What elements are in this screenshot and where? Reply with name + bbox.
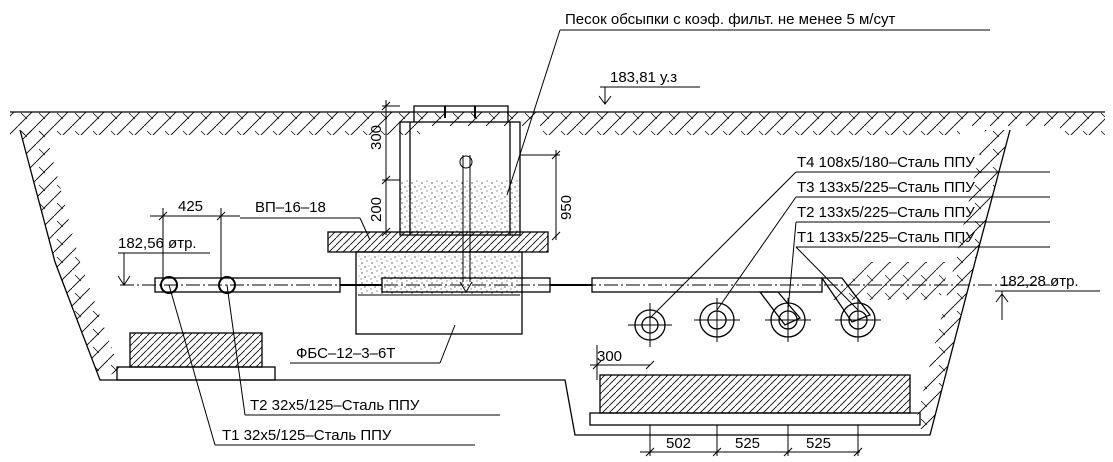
dim-950-label: 950 (558, 195, 575, 220)
dim-425-label: 425 (178, 198, 203, 215)
pipe-left-t2 (218, 276, 236, 294)
dimension-lines (150, 100, 863, 457)
pipe-right-t3 (694, 298, 740, 342)
right-foundation (589, 374, 921, 426)
left-foundation (116, 332, 276, 381)
level-left-label: 182,56 øтр. (118, 235, 197, 252)
dim-200-label: 200 (368, 197, 385, 222)
dim-502-label: 502 (666, 435, 691, 452)
pipe-right-t1 (835, 298, 881, 342)
pipe-t2-left-label: Т2 32x5/125–Сталь ППУ (250, 397, 420, 414)
dim-300-top-label: 300 (368, 125, 385, 150)
sand-note-label: Песок обсыпки с коэф. фильт. не менее 5 … (565, 11, 895, 28)
dim-525-a-label: 525 (735, 435, 760, 452)
valve-chamber (327, 105, 549, 335)
leader-lines (168, 29, 1050, 446)
valve-plate (327, 231, 549, 253)
level-right-label: 182,28 øтр. (1000, 273, 1079, 290)
block-fbs (355, 251, 523, 335)
block-label: ФБС–12–3–6Т (296, 345, 395, 362)
valve-label: ВП–16–18 (255, 199, 326, 216)
pipeline (120, 276, 1050, 326)
pipe-t1-right-label: Т1 133x5/225–Сталь ППУ (797, 229, 975, 246)
right-pipes (628, 298, 881, 347)
pipe-right-t4 (628, 303, 672, 347)
pipe-t3-right-label: Т3 133x5/225–Сталь ППУ (797, 179, 975, 196)
ground-surface (10, 111, 1105, 135)
ground-level-label: 183,81 у.з (610, 69, 677, 86)
pipe-left-t1 (160, 276, 178, 294)
pipe-t2-right-label: Т2 133x5/225–Сталь ППУ (797, 204, 975, 221)
dim-300-bottom-label: 300 (597, 348, 622, 365)
trench-outline (19, 129, 1011, 436)
pipe-t4-right-label: Т4 108x5/180–Сталь ППУ (797, 154, 975, 171)
pipe-t1-left-label: Т1 32x5/125–Сталь ППУ (222, 427, 392, 444)
level-marks (117, 86, 1100, 320)
dim-525-b-label: 525 (806, 435, 831, 452)
